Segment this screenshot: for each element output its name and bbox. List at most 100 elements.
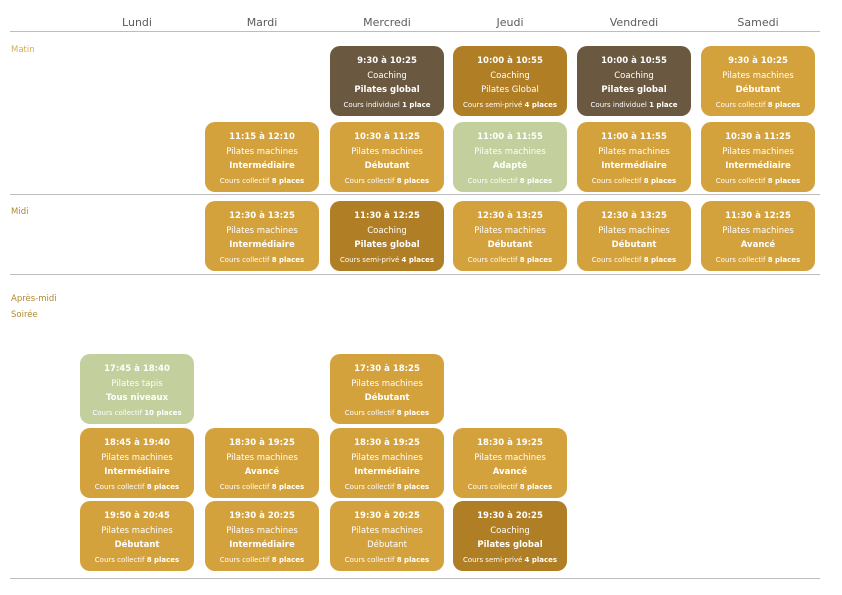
session-type: Cours collectif <box>219 555 270 564</box>
session-name: Pilates machines <box>722 70 794 81</box>
session-name: Pilates tapis <box>111 378 163 389</box>
day-header-mardi: Mardi <box>246 16 278 29</box>
session-level: Intermédiaire <box>354 467 420 477</box>
session-places: 8 places <box>643 255 677 264</box>
session-level: Intermédiaire <box>229 540 295 550</box>
session-capacity: Cours collectif 8 places <box>330 174 444 188</box>
session-time: 19:30 à 20:25 <box>477 511 543 521</box>
session-capacity: Cours collectif 8 places <box>577 253 691 267</box>
session-name: Pilates machines <box>351 146 423 157</box>
session-places: 8 places <box>519 176 553 185</box>
session-capacity: Cours semi-privé 4 places <box>453 98 567 112</box>
session-level: Débutant <box>611 240 657 250</box>
session-level: Pilates global <box>601 85 667 95</box>
session-type: Cours collectif <box>715 176 766 185</box>
session-level: Débutant <box>367 540 407 550</box>
session-capacity: Cours collectif 8 places <box>330 553 444 567</box>
session-name: Pilates machines <box>226 146 298 157</box>
session-type: Cours collectif <box>92 408 143 417</box>
session-type: Cours collectif <box>467 482 518 491</box>
session-level: Intermédiaire <box>104 467 170 477</box>
day-header-mercredi: Mercredi <box>363 16 411 29</box>
session-type: Cours collectif <box>344 408 395 417</box>
session-places: 8 places <box>643 176 677 185</box>
session-capacity: Cours collectif 8 places <box>701 253 815 267</box>
session-capacity: Cours collectif 8 places <box>330 480 444 494</box>
session-type: Cours individuel <box>343 100 400 109</box>
session-time: 11:30 à 12:25 <box>725 211 791 221</box>
session-time: 17:45 à 18:40 <box>104 364 170 374</box>
session-level: Débutant <box>735 85 781 95</box>
session-capacity: Cours collectif 8 places <box>205 553 319 567</box>
session-name: Coaching <box>367 225 407 236</box>
session-places: 8 places <box>146 482 180 491</box>
session-type: Cours semi-privé <box>462 555 523 564</box>
day-header-samedi: Samedi <box>737 16 779 29</box>
session-places: 1 place <box>402 100 431 109</box>
session-level: Intermédiaire <box>229 240 295 250</box>
session-type: Cours semi-privé <box>339 255 400 264</box>
divider-morning <box>10 194 820 195</box>
session-time: 17:30 à 18:25 <box>354 364 420 374</box>
session-level: Pilates global <box>354 85 420 95</box>
session-level: Tous niveaux <box>105 393 169 403</box>
session-type: Cours collectif <box>715 255 766 264</box>
session-places: 8 places <box>519 255 553 264</box>
session-type: Cours semi-privé <box>462 100 523 109</box>
session-places: 8 places <box>271 482 305 491</box>
divider-bottom <box>10 578 820 579</box>
session-level: Débutant <box>364 161 410 171</box>
session-type: Cours individuel <box>590 100 647 109</box>
session-time: 18:30 à 19:25 <box>477 438 543 448</box>
session-places: 8 places <box>396 482 430 491</box>
session-time: 19:50 à 20:45 <box>104 511 170 521</box>
session-capacity: Cours individuel 1 place <box>330 98 444 112</box>
session-time: 19:30 à 20:25 <box>354 511 420 521</box>
session-name: Pilates machines <box>474 225 546 236</box>
session-time: 9:30 à 10:25 <box>728 56 788 66</box>
session-time: 19:30 à 20:25 <box>229 511 295 521</box>
session-time: 9:30 à 10:25 <box>357 56 417 66</box>
period-label-evening: Soirée <box>11 310 38 320</box>
session-type: Cours collectif <box>591 176 642 185</box>
session-capacity: Cours collectif 8 places <box>205 174 319 188</box>
session-type: Cours collectif <box>344 555 395 564</box>
session-places: 8 places <box>767 100 801 109</box>
session-places: 8 places <box>396 176 430 185</box>
session-type: Cours collectif <box>467 255 518 264</box>
session-name: Pilates machines <box>598 146 670 157</box>
session-places: 8 places <box>767 255 801 264</box>
session-places: 8 places <box>519 482 553 491</box>
session-name: Pilates machines <box>598 225 670 236</box>
session-time: 10:30 à 11:25 <box>725 132 791 142</box>
session-level: Avancé <box>740 240 776 250</box>
session-level: Débutant <box>364 393 410 403</box>
session-places: 4 places <box>524 100 558 109</box>
day-header-lundi: Lundi <box>122 16 152 29</box>
session-name: Pilates machines <box>474 146 546 157</box>
